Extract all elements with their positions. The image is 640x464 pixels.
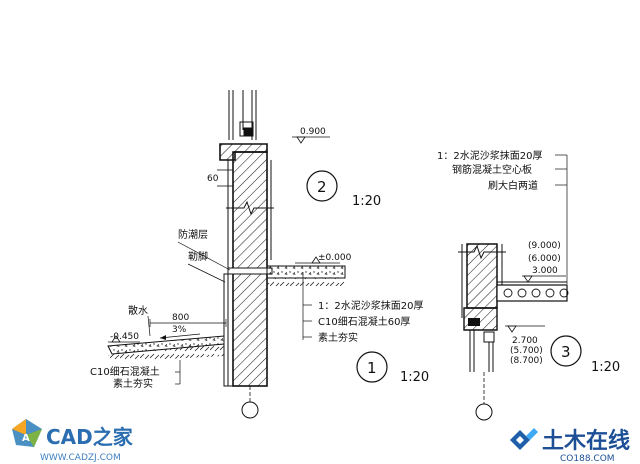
detail-marker-2 xyxy=(306,170,338,202)
co188-brand-text: 土木在线 xyxy=(542,428,630,454)
detail-marker-3-label: 3 xyxy=(561,343,571,361)
detail-marker-1 xyxy=(356,351,388,383)
floor-slab xyxy=(266,265,346,279)
elevation-lower-3: (8.700) xyxy=(510,356,543,366)
slab-layer-2: 钢筋混凝土空心板 xyxy=(452,163,532,176)
watermark-co188: 土木在线 CO188.COM xyxy=(510,428,630,464)
detail-marker-2-label: 2 xyxy=(317,178,327,196)
label-apron: 散水 xyxy=(128,304,148,317)
elevation-ground: -0.450 xyxy=(110,332,139,342)
slope-label: 3% xyxy=(172,325,187,335)
axis-bubble-left xyxy=(241,401,259,419)
detail-1-scale: 1:20 xyxy=(400,370,429,385)
label-plinth: 勒脚 xyxy=(188,250,208,263)
detail-marker-3 xyxy=(550,335,582,367)
elevation-upper-1: (9.000) xyxy=(528,241,561,251)
floor-layer-1: 1：2水泥沙浆抹面20厚 xyxy=(318,299,423,312)
axis-bubble-right xyxy=(475,403,493,421)
detail-3-scale: 1:20 xyxy=(591,360,620,375)
co188-logo-icon xyxy=(510,428,538,450)
wall-section-left xyxy=(107,90,346,419)
dimension-800: 800 xyxy=(172,313,189,323)
detail-marker-1-label: 1 xyxy=(367,359,377,377)
detail-3-section xyxy=(458,243,569,421)
floor-layer-2: C10细石混凝土60厚 xyxy=(318,315,410,328)
detail-2-annotations: 0.900 60 2 1:20 xyxy=(207,127,381,209)
floor-layer-3: 素土夯实 xyxy=(318,331,358,344)
cadzj-logo-icon: A xyxy=(12,419,42,447)
damp-proof-course xyxy=(227,267,273,275)
detail-2-scale: 1:20 xyxy=(352,194,381,209)
cadzj-brand-text: CAD之家 xyxy=(46,425,134,449)
elevation-lower-1: 2.700 xyxy=(512,336,538,346)
detail-1-annotations: 防潮层 勒脚 ±0.000 1：2水泥沙浆抹面20厚 C10细石混凝土60厚 素… xyxy=(90,228,429,390)
break-mark xyxy=(226,200,274,216)
elevation-lower-2: (5.700) xyxy=(510,346,543,356)
label-damp-proof: 防潮层 xyxy=(178,228,208,241)
elevation-upper-2: (6.000) xyxy=(528,254,561,264)
window-frame xyxy=(228,90,257,140)
wall-upper xyxy=(466,243,498,309)
detail-3-annotations: 1：2水泥沙浆抹面20厚 钢筋混凝土空心板 刷大白两道 (9.000) (6.0… xyxy=(437,149,620,375)
svg-text:A: A xyxy=(22,433,30,444)
co188-url-text: CO188.COM xyxy=(560,454,615,464)
dimension-60: 60 xyxy=(207,174,219,184)
elevation-sill: 0.900 xyxy=(300,127,326,137)
cadzj-url-text: WWW.CADZJ.COM xyxy=(40,453,121,463)
watermark-cadzj: A CAD之家 WWW.CADZJ.COM xyxy=(12,419,134,463)
slab-layer-3: 刷大白两道 xyxy=(488,179,538,192)
elevation-upper-3: 3.000 xyxy=(532,266,558,276)
apron-layer-1: C10细石混凝土 xyxy=(90,365,160,378)
slab-layer-1: 1：2水泥沙浆抹面20厚 xyxy=(437,149,542,162)
elevation-floor: ±0.000 xyxy=(318,253,352,263)
plinth xyxy=(223,273,234,387)
apron-layer-2: 素土夯实 xyxy=(113,377,153,390)
